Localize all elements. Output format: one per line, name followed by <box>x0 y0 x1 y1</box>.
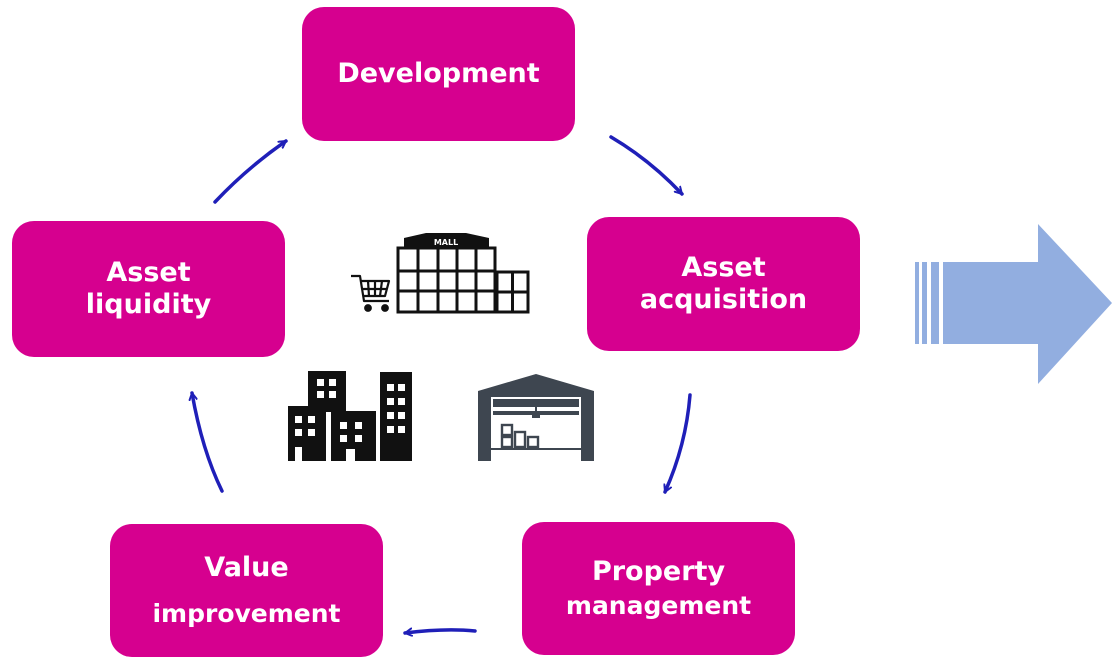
warehouse-icon <box>478 374 594 461</box>
asset-acquisition-label-line2: acquisition <box>639 284 808 315</box>
asset-liquidity-label-line2: liquidity <box>85 289 212 320</box>
arrow-property-to-value <box>403 630 477 633</box>
shopping-cart-icon <box>351 274 391 312</box>
office-buildings-icon <box>288 371 412 461</box>
development-box: Development <box>302 7 575 141</box>
big-right-arrow-icon <box>915 224 1112 384</box>
asset-liquidity-box: Asset liquidity <box>12 221 285 357</box>
value-improvement-box: Value improvement <box>110 524 383 657</box>
arrow-value-to-liquidity <box>192 391 224 493</box>
asset-acquisition-label-line1: Asset <box>681 251 766 283</box>
property-management-label-line1: Property <box>591 556 726 588</box>
asset-acquisition-box: Asset acquisition <box>587 217 860 351</box>
arrow-acquisition-to-property <box>663 393 692 494</box>
mall-sign-text: MALL <box>434 238 458 247</box>
value-improvement-label-line2: improvement <box>152 598 341 628</box>
property-management-label-line2: management <box>565 590 752 620</box>
arrow-liquidity-to-development <box>213 139 288 204</box>
property-management-box: Property management <box>522 522 795 655</box>
value-improvement-label-line1: Value <box>204 552 289 584</box>
arrow-development-to-acquisition <box>609 135 684 196</box>
development-label: Development <box>337 57 540 89</box>
shopping-mall-icon: MALL <box>396 233 530 314</box>
asset-liquidity-label-line1: Asset <box>106 256 191 288</box>
